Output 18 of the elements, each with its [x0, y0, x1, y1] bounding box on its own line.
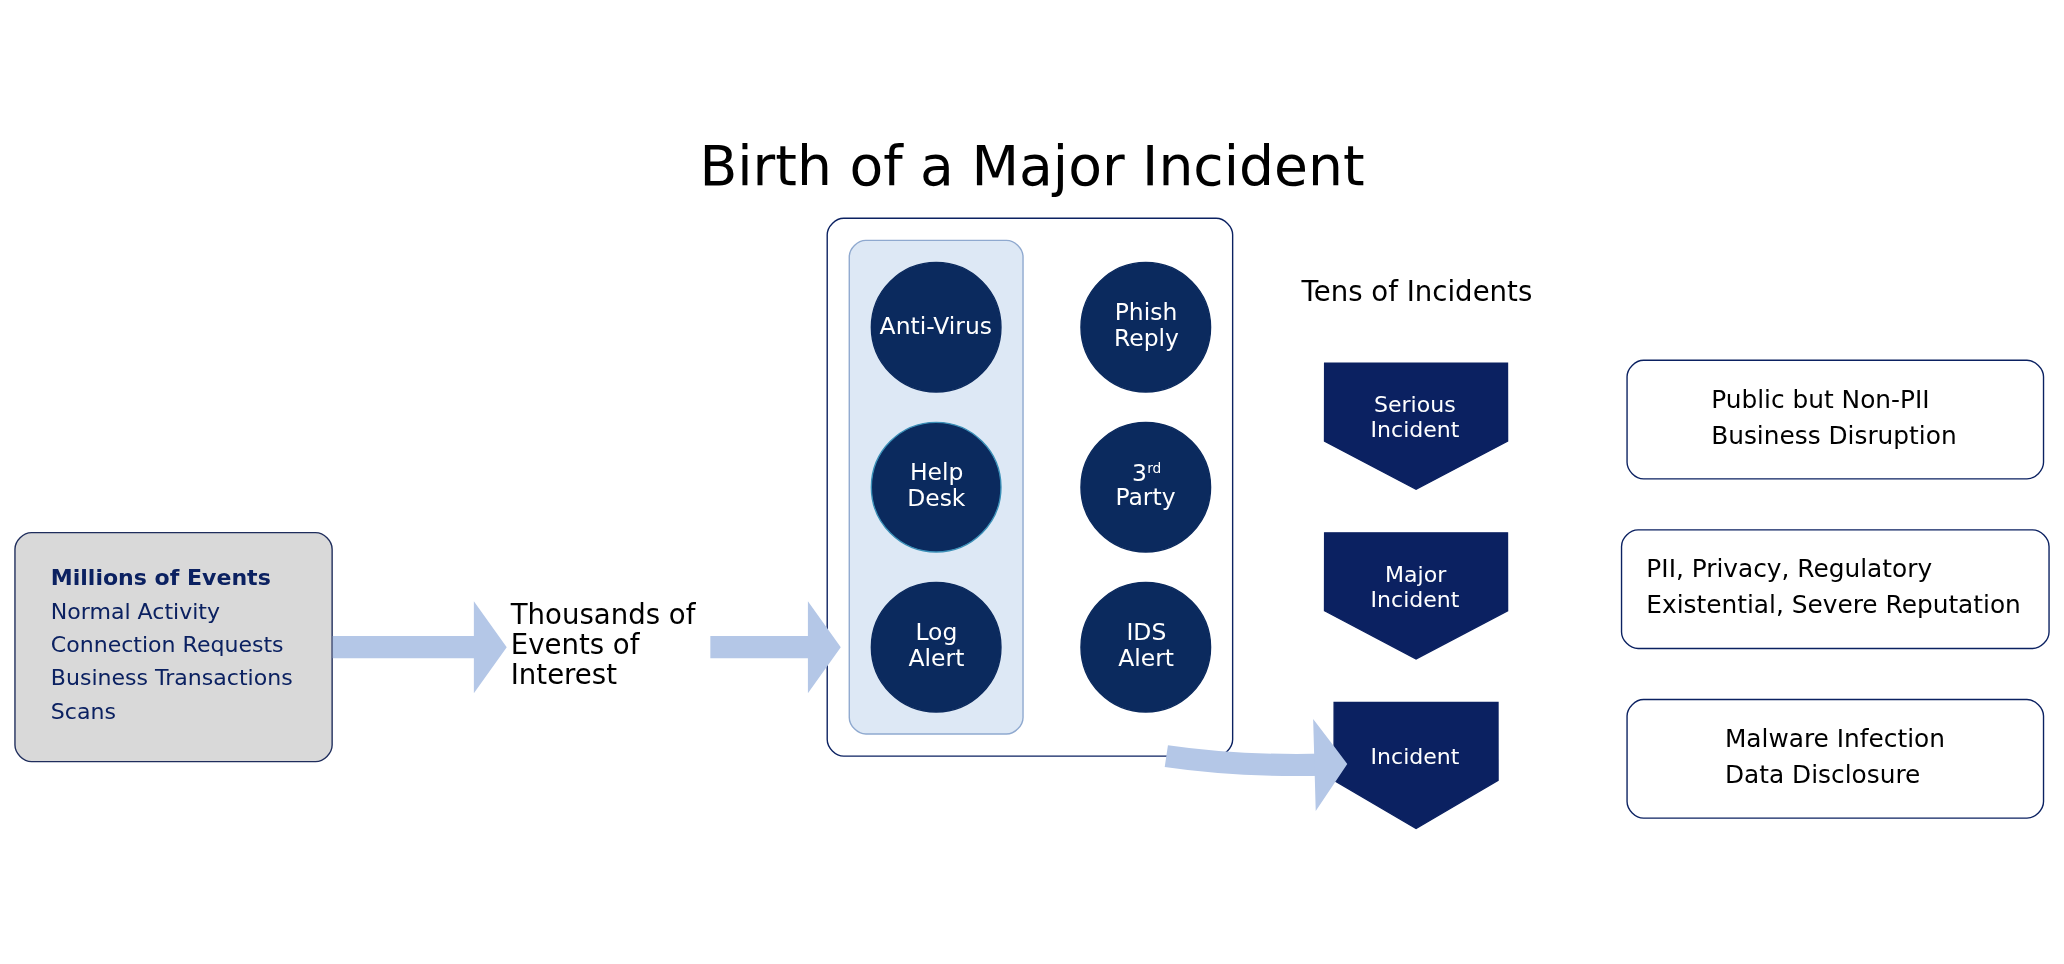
node-circle: Help Desk	[870, 421, 1002, 553]
arrow	[710, 601, 841, 694]
label: Tens of Incidents	[1301, 275, 1533, 308]
node-box: PII, Privacy, Regulatory Existential, Severe Reputation	[1620, 529, 2050, 650]
node-circle: IDS Alert	[1080, 581, 1212, 713]
arrow	[1164, 718, 1348, 811]
node-circle: Phish Reply	[1080, 261, 1212, 393]
node-box: Millions of Events Normal Activity Connection Requests Business Transactions Scans	[14, 532, 333, 763]
node-circle: Log Alert	[870, 581, 1002, 713]
node-text: Thousands of Events of Interest	[510, 597, 696, 692]
node-box: Malware Infection Data Disclosure	[1626, 698, 2045, 819]
node-circle: Anti-Virus	[870, 261, 1002, 393]
cluster	[848, 239, 1024, 735]
node-circle: 3$^{rd}$ Party	[1080, 421, 1212, 553]
arrow	[332, 601, 507, 694]
node-box: Public but Non-PII Business Disruption	[1626, 359, 2045, 480]
cluster	[826, 217, 1234, 757]
diagram-title: Birth of a Major Incident	[699, 134, 1365, 199]
